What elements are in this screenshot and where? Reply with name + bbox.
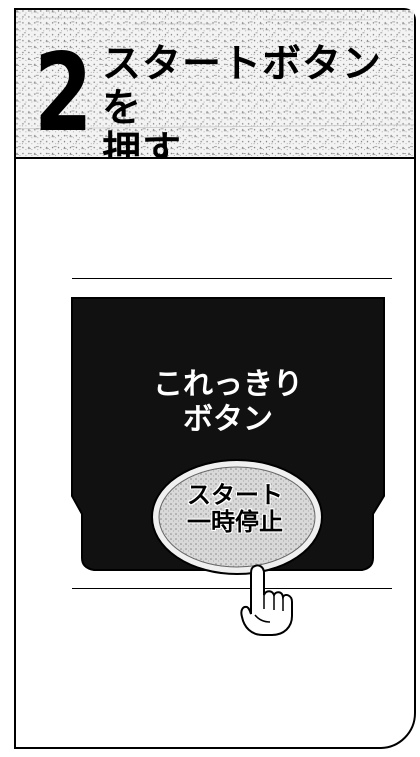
step-title: スタートボタンを 押す <box>102 42 383 159</box>
start-pause-button-shape <box>151 459 323 575</box>
top-divider <box>72 278 392 279</box>
pointing-hand-shape <box>240 564 293 636</box>
start-pause-label: スタート 一時停止 <box>187 481 283 536</box>
instruction-diagram: これっきり ボタン スタート 一時停止 <box>58 278 406 636</box>
instruction-card: 2 スタートボタンを 押す これっきり ボタン <box>14 8 416 749</box>
start-pause-button[interactable]: スタート 一時停止 <box>150 458 324 576</box>
control-panel: これっきり ボタン スタート 一時停止 <box>71 297 385 636</box>
step-number: 2 <box>34 31 93 156</box>
one-touch-button-label: これっきり ボタン <box>153 367 303 437</box>
step-header: 2 スタートボタンを 押す <box>16 10 414 159</box>
bottom-divider <box>72 588 392 589</box>
pointing-hand-icon <box>237 564 295 637</box>
